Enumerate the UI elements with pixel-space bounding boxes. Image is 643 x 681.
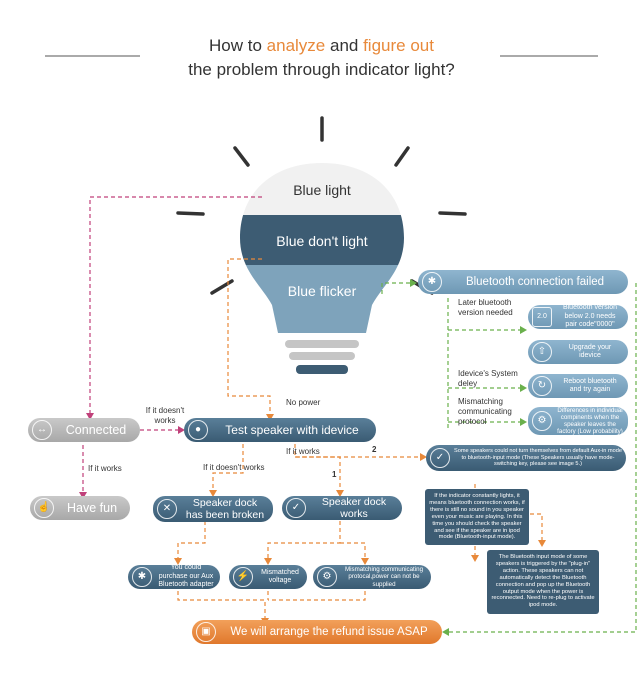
title-text: and <box>325 36 364 55</box>
dock-broken-node: ✕ Speaker dock has been broken <box>153 496 273 522</box>
bulb-blue-flicker-label: Blue flicker <box>287 283 357 299</box>
refresh-icon: ↻ <box>532 376 552 396</box>
title-highlight-figure-out: figure out <box>363 36 434 55</box>
upgrade-idevice-node: ⇧ Upgrade your idevice <box>528 340 628 364</box>
branch-number-1: 1 <box>332 470 337 479</box>
purchase-adapter-label: You could purchase our Aux Bluetooth ada… <box>158 564 214 589</box>
page-subtitle: the problem through indicator light? <box>188 60 455 79</box>
if-works-label-2: If it works <box>286 447 320 456</box>
note-aux-node: ✓ Some speakers could not turn themselve… <box>426 445 626 471</box>
apple-icon: ● <box>188 420 208 440</box>
if-doesnt-works-label-1: If it doesn't works <box>145 406 185 425</box>
test-speaker-node: ● Test speaker with idevice <box>184 418 376 442</box>
check-icon: ✓ <box>430 448 450 468</box>
lightning-icon: ⚡ <box>233 567 253 587</box>
bluetooth-version-node: 2.0 Bluetooth version below 2.0 needs pa… <box>528 304 628 329</box>
purchase-adapter-node: ✱ You could purchase our Aux Bluetooth a… <box>128 564 220 589</box>
truck-icon: ▣ <box>196 622 216 642</box>
have-fun-node: ☝ Have fun <box>30 496 130 520</box>
mismatch-power-node: ⚙ Mismatching communicating protocal,pow… <box>313 565 431 589</box>
check-icon: ✓ <box>286 498 306 518</box>
close-icon: ✕ <box>157 499 177 519</box>
title-text: How to <box>209 36 267 55</box>
dock-works-node: ✓ Speaker dock works <box>282 496 402 520</box>
bluetooth-failed-label: Bluetooth connection failed <box>465 276 605 288</box>
page-title: How to analyze and figure out <box>0 34 643 58</box>
differences-label: Differences in individual compinents whe… <box>557 406 623 436</box>
mismatch-power-label: Mismatching communicating protocal,power… <box>344 566 424 588</box>
dock-works-label: Speaker dock works <box>321 496 387 520</box>
note-indicator: If the indicator constantly lights, it m… <box>425 489 529 545</box>
mismatched-voltage-label: Mismatched voltage <box>261 568 299 585</box>
test-speaker-label: Test speaker with idevice <box>225 423 359 437</box>
bulb-blue-dont-light-label: Blue don't light <box>276 233 368 249</box>
have-fun-label: Have fun <box>66 501 118 515</box>
no-power-label: No power <box>286 398 321 407</box>
refund-label: We will arrange the refund issue ASAP <box>230 626 428 638</box>
bluetooth-icon: ✱ <box>132 567 152 587</box>
upload-icon: ⇧ <box>532 342 552 362</box>
note-plugin: The Bluetooth input mode of some speaker… <box>487 550 599 614</box>
if-doesnt-works-label-2: If it doesn't works <box>203 463 265 472</box>
bluetooth-failed-node: ✱ Bluetooth connection failed <box>418 270 628 294</box>
differences-node: ⚙ Differences in individual compinents w… <box>528 407 628 435</box>
branch-number-2: 2 <box>372 445 377 454</box>
title-highlight-analyze: analyze <box>266 36 326 55</box>
gear-icon: ⚙ <box>532 411 552 431</box>
thumbs-up-icon: ☝ <box>34 498 54 518</box>
reboot-bluetooth-node: ↻ Reboot bluetooth and try again <box>528 374 628 398</box>
mismatch-protocol-label: Mismatching communicating protocol <box>458 397 512 426</box>
bluetooth-version-label: Bluetooth version below 2.0 needs pair c… <box>562 304 618 329</box>
reboot-bluetooth-label: Reboot bluetooth and try again <box>563 377 617 394</box>
idevice-delay-label: Idevice's System deley <box>458 369 518 388</box>
refund-node: ▣ We will arrange the refund issue ASAP <box>192 620 442 644</box>
later-bluetooth-label: Later bluetooth version needed <box>458 298 513 317</box>
version-badge-icon: 2.0 <box>532 307 552 327</box>
bluetooth-icon: ✱ <box>422 272 442 292</box>
gear-icon: ⚙ <box>317 567 337 587</box>
link-icon: ↔ <box>32 420 52 440</box>
mismatched-voltage-node: ⚡ Mismatched voltage <box>229 565 307 589</box>
note-aux-label: Some speakers could not turn themselves … <box>454 448 622 468</box>
bulb-blue-light-label: Blue light <box>293 182 351 198</box>
dock-broken-label: Speaker dock has been broken <box>185 497 265 521</box>
upgrade-idevice-label: Upgrade your idevice <box>568 343 612 360</box>
if-works-label-1: If it works <box>88 464 122 473</box>
connected-node: ↔ Connected <box>28 418 140 442</box>
connected-label: Connected <box>65 423 127 437</box>
